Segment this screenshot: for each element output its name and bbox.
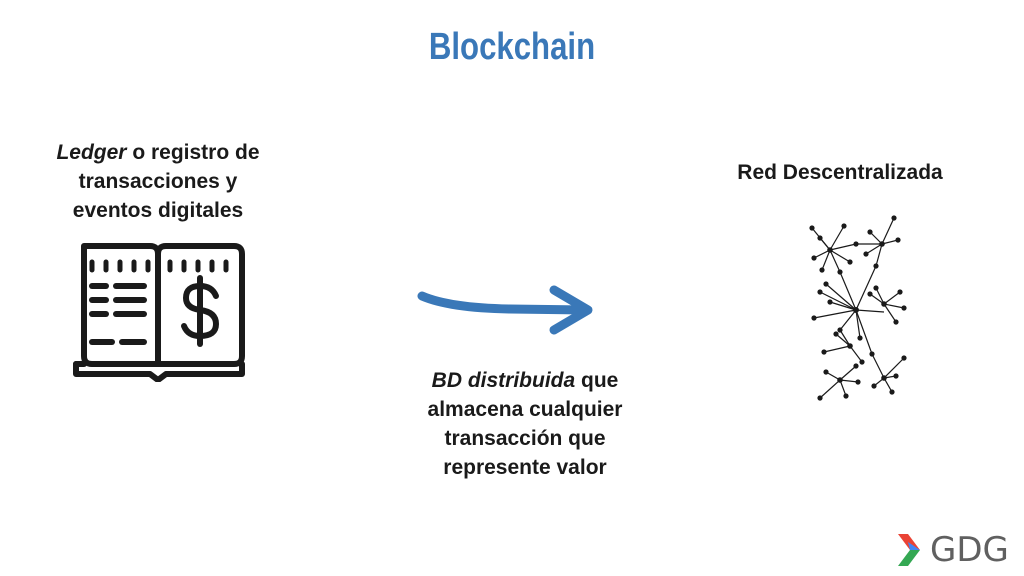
decentralized-network-icon xyxy=(809,215,907,401)
gdg-logo-text: GDG xyxy=(930,530,1009,570)
ledger-caption-emphasis: Ledger xyxy=(56,141,127,164)
slide-title: Blockchain xyxy=(428,26,596,68)
gdg-logo: GDG xyxy=(896,530,1009,570)
bd-caption-emphasis: BD distribuida xyxy=(431,369,576,392)
ledger-caption-text: o registro de transacciones y eventos di… xyxy=(72,141,260,222)
ledger-book-icon xyxy=(73,243,245,382)
bd-caption: BD distribuida que almacena cualquier tr… xyxy=(400,366,650,482)
gdg-logo-icon xyxy=(898,534,920,566)
bd-caption-text: que almacena cualquier transacción que r… xyxy=(427,369,623,479)
ledger-caption: Ledger o registro de transacciones y eve… xyxy=(38,138,278,225)
right-arrow-icon xyxy=(417,285,593,335)
network-caption: Red Descentralizada xyxy=(737,161,943,184)
